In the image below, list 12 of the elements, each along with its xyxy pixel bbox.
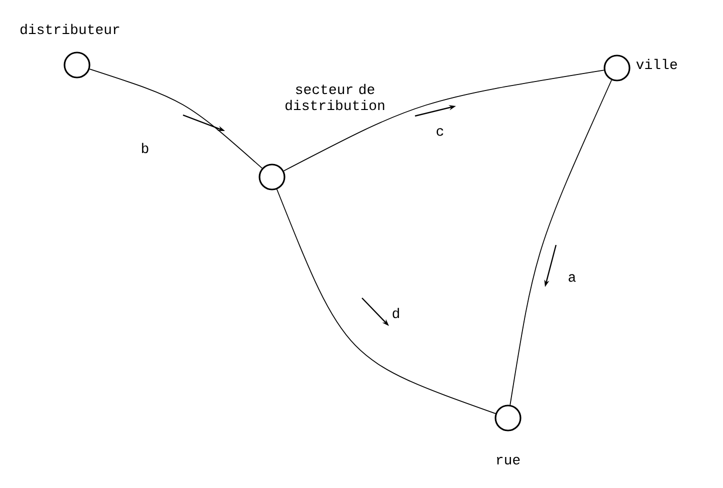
node-label: rue: [497, 456, 520, 465]
curved-line: [276, 188, 496, 414]
edge-label: a: [568, 274, 576, 282]
node-label: ville: [636, 58, 677, 70]
curved-line: [510, 80, 612, 406]
curved-line: [89, 68, 262, 169]
node-label: distributeur: [20, 24, 120, 34]
edge-label: d: [392, 308, 399, 318]
edge-label: c: [436, 128, 444, 136]
edge-label: b: [142, 142, 148, 154]
node-label: secteur de distribution: [286, 84, 384, 110]
curved-line: [283, 70, 604, 172]
